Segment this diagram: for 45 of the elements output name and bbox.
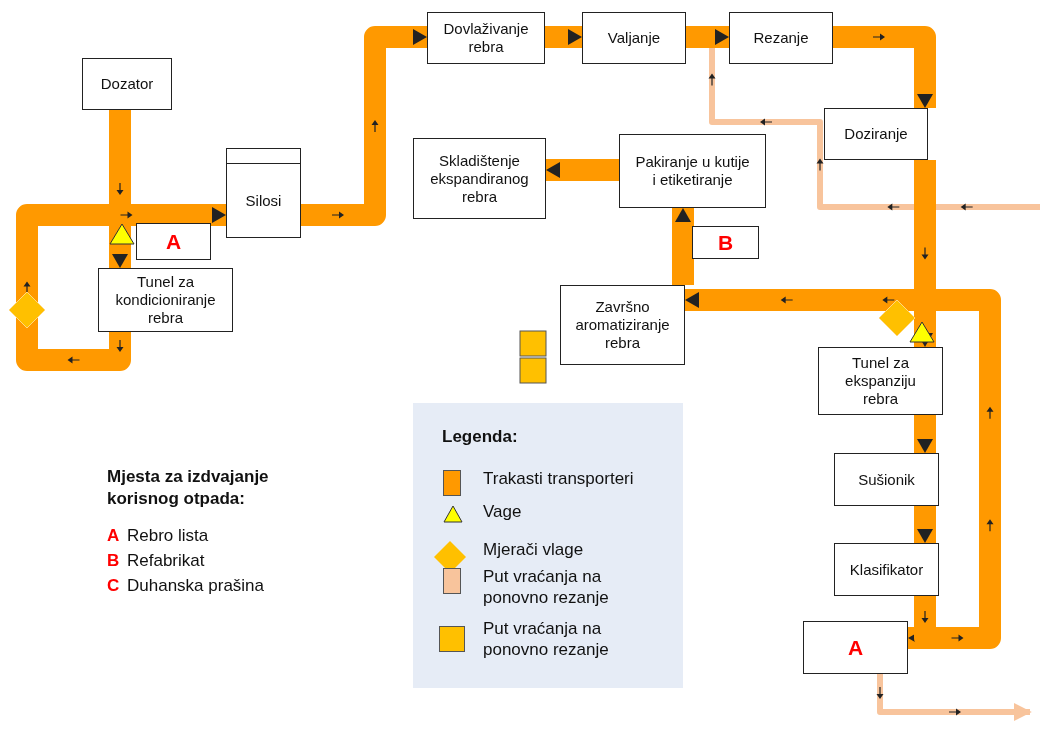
box-label: Skladištenje ekspandiranog rebra <box>429 151 530 206</box>
waste-point-box <box>692 226 759 259</box>
silo-box <box>226 148 301 238</box>
box-label: Rezanje <box>753 29 809 47</box>
process-box <box>413 138 546 219</box>
legend-title: Legenda: <box>442 426 518 448</box>
box-label: Dozator <box>100 75 154 93</box>
waste-point-letter: A <box>847 634 864 661</box>
box-label: Tunel za kondicioniranje rebra <box>114 273 217 327</box>
process-box <box>427 12 545 64</box>
box-label: Sušionik <box>858 470 915 489</box>
box-label: Valjanje <box>607 29 661 47</box>
waste-point-box <box>803 621 908 674</box>
waste-point-text: Duhanska prašina <box>127 575 265 597</box>
process-box <box>834 453 939 506</box>
waste-point-box <box>136 223 211 260</box>
legend-heading-text: Mjesta za izdvajanje korisnog otpada: <box>107 466 270 511</box>
process-box <box>834 543 939 596</box>
waste-letter: B <box>107 550 120 572</box>
box-label: Završno aromatiziranje rebra <box>574 298 671 352</box>
waste-letter: C <box>107 575 120 597</box>
process-box <box>818 347 943 415</box>
box-label: Klasifikator <box>849 560 924 579</box>
process-box <box>729 12 833 64</box>
box-label: Dovlaživanje rebra <box>442 20 530 56</box>
box-label: Tunel za ekspanziju rebra <box>844 354 917 408</box>
process-box <box>619 134 766 208</box>
box-label: Doziranje <box>844 125 908 143</box>
box-label: Pakiranje u kutije i etiketiranje <box>634 153 751 189</box>
legend-text: Vage <box>483 501 523 523</box>
legend-text: Mjerači vlage <box>483 539 585 561</box>
box-label: Silosi <box>245 192 282 210</box>
process-box <box>582 12 686 64</box>
waste-point-letter: B <box>717 229 734 256</box>
legend-text: Put vraćanja na ponovno rezanje <box>483 618 610 661</box>
waste-point-text: Rebro lista <box>127 525 209 547</box>
legend-text: Put vraćanja na ponovno rezanje <box>483 566 610 609</box>
process-box <box>82 58 172 110</box>
waste-point-letter: A <box>165 228 182 255</box>
process-box <box>824 108 928 160</box>
waste-letter: A <box>107 525 120 547</box>
waste-point-text: Refabrikat <box>127 550 205 572</box>
process-box <box>98 268 233 332</box>
process-box <box>560 285 685 365</box>
legend-text: Trakasti transporteri <box>483 468 635 490</box>
